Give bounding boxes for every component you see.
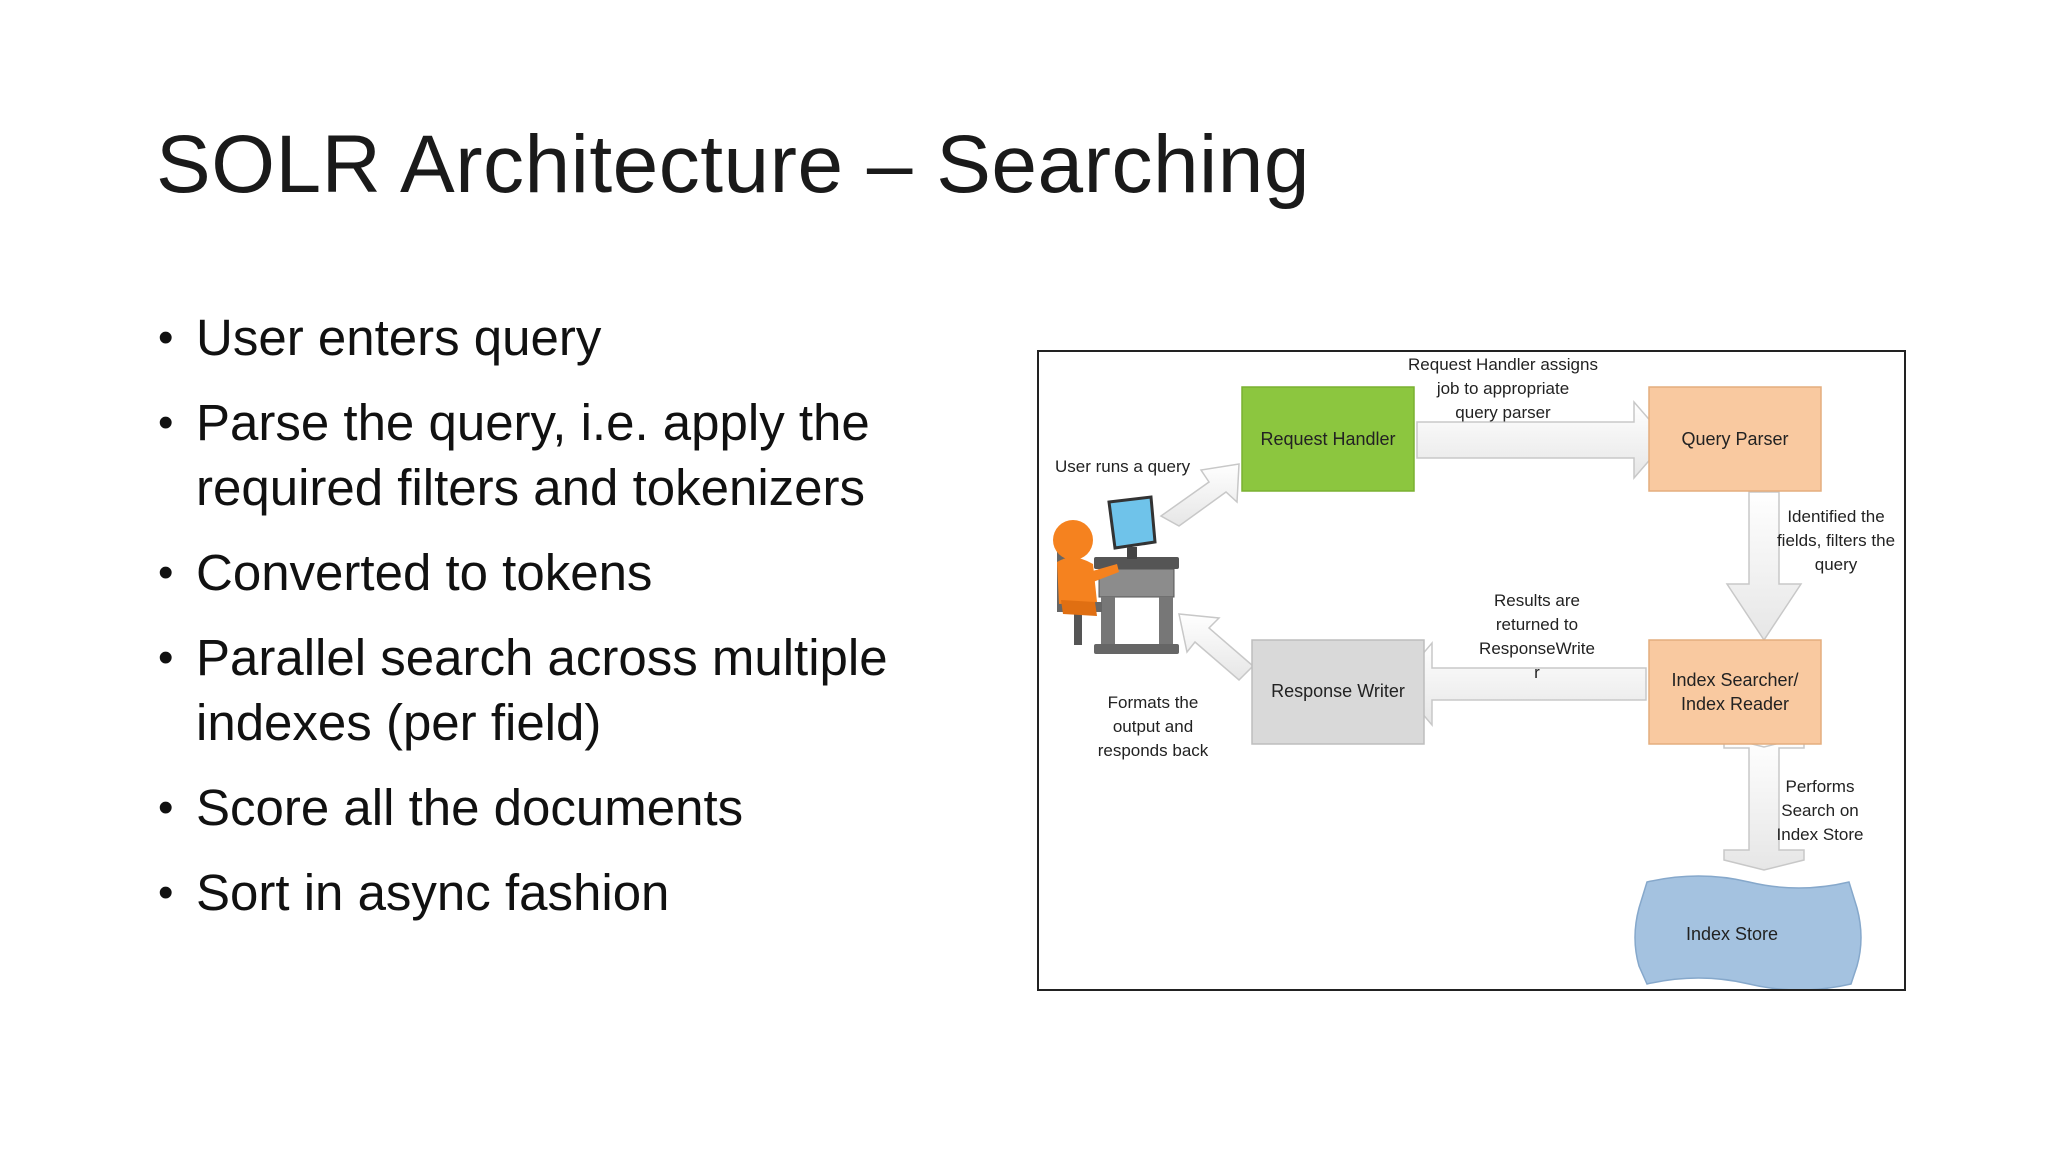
label-assigns-2: job to appropriate [1436,379,1569,398]
index-searcher-label-line2: Index Reader [1681,694,1789,714]
label-assigns-1: Request Handler assigns [1408,355,1598,374]
bullet-item: • Score all the documents [156,775,976,840]
bullet-item: • User enters query [156,305,976,370]
bullet-item: • Parallel search across multiple indexes… [156,625,976,755]
request-handler-label: Request Handler [1260,429,1395,449]
label-assigns-3: query parser [1455,403,1551,422]
label-identified-1: Identified the [1787,507,1884,526]
bullet-dot-icon: • [158,868,174,917]
index-searcher-label-line1: Index Searcher/ [1671,670,1798,690]
request-handler-box [1241,386,1415,492]
bullet-dot-icon: • [158,548,174,597]
label-formats-3: responds back [1098,741,1209,760]
bullet-text: Parse the query, i.e. apply the required… [196,394,870,516]
label-identified-3: query [1815,555,1858,574]
label-performs-3: Index Store [1777,825,1864,844]
architecture-diagram: Request Handler Query Parser Response Wr… [1037,350,1906,991]
arrow-writer-to-user [1178,613,1255,682]
label-results-4: r [1534,663,1540,682]
label-formats-2: output and [1113,717,1193,736]
label-performs-2: Search on [1781,801,1859,820]
bullet-text: Sort in async fashion [196,864,670,921]
label-formats-1: Formats the [1108,693,1199,712]
label-user-runs-query: User runs a query [1055,457,1191,476]
bullet-dot-icon: • [158,398,174,447]
arrow-parser-to-searcher [1725,491,1803,642]
bullet-dot-icon: • [158,783,174,832]
bullet-text: Parallel search across multiple indexes … [196,629,888,751]
arrow-user-to-handler [1159,463,1240,527]
slide-title: SOLR Architecture – Searching [156,119,1310,210]
bullet-list: • User enters query • Parse the query, i.e… [156,305,976,945]
label-performs-1: Performs [1786,777,1855,796]
index-searcher-box [1648,639,1822,745]
bullet-item: • Converted to tokens [156,540,976,605]
bullet-text: Converted to tokens [196,544,653,601]
bullet-item: • Sort in async fashion [156,860,976,925]
response-writer-box [1251,639,1425,745]
bullet-item: • Parse the query, i.e. apply the require… [156,390,976,520]
bullet-text: User enters query [196,309,602,366]
diagram-canvas: Request Handler Query Parser Response Wr… [1053,355,1895,989]
response-writer-label: Response Writer [1271,681,1405,701]
bullet-dot-icon: • [158,313,174,362]
query-parser-label: Query Parser [1681,429,1788,449]
query-parser-box [1648,386,1822,492]
label-results-1: Results are [1494,591,1580,610]
label-results-2: returned to [1496,615,1578,634]
index-store-shape [1634,875,1862,989]
index-store-label: Index Store [1686,924,1778,944]
bullet-dot-icon: • [158,633,174,682]
label-identified-2: fields, filters the [1777,531,1895,550]
bullet-text: Score all the documents [196,779,744,836]
label-results-3: ResponseWrite [1479,639,1595,658]
user-at-computer-icon [1053,495,1179,654]
